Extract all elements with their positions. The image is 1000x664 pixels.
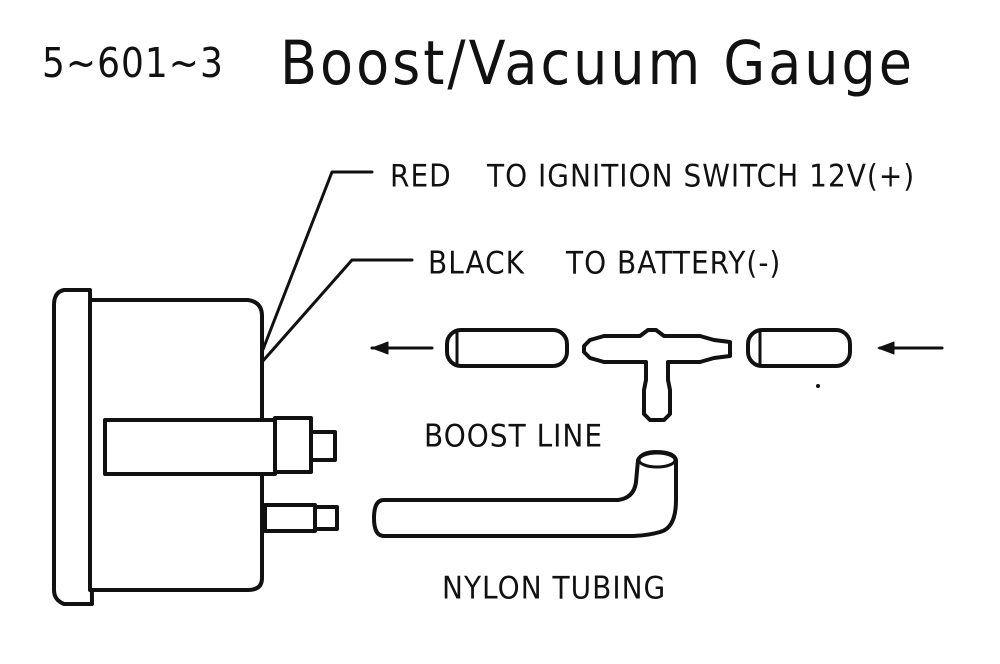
right-arrow-head: [877, 341, 895, 355]
black-wire-label: BLACK: [428, 245, 526, 282]
tubing-open-end: [637, 451, 677, 469]
nylon-tubing-label: NYLON TUBING: [442, 570, 667, 607]
red-wire-label: RED: [390, 158, 452, 195]
boost-line-assembly: [370, 328, 944, 422]
gauge: [52, 288, 339, 606]
diagram-title: Boost/Vacuum Gauge: [280, 28, 916, 99]
right-hose-section: [746, 328, 852, 368]
pressure-fitting: [263, 503, 317, 533]
black-wire-leader: [260, 258, 414, 364]
red-wire-leader: [260, 170, 374, 354]
black-wire-description: TO BATTERY(-): [566, 245, 782, 282]
gauge-bezel: [52, 288, 94, 606]
nylon-tubing: [372, 450, 678, 538]
stray-dot: [816, 384, 820, 388]
boost-line-label: BOOST LINE: [424, 418, 604, 455]
red-wire-description: TO IGNITION SWITCH 12V(+): [487, 158, 916, 195]
part-number: 5~601~3: [42, 40, 224, 88]
mounting-bracket: [103, 418, 277, 476]
fitting-tip: [313, 505, 339, 531]
bracket-nut: [273, 416, 313, 474]
left-hose-section: [445, 328, 569, 368]
t-fitting: [582, 328, 732, 422]
left-arrow-head: [371, 341, 389, 355]
stud-end: [309, 430, 337, 462]
